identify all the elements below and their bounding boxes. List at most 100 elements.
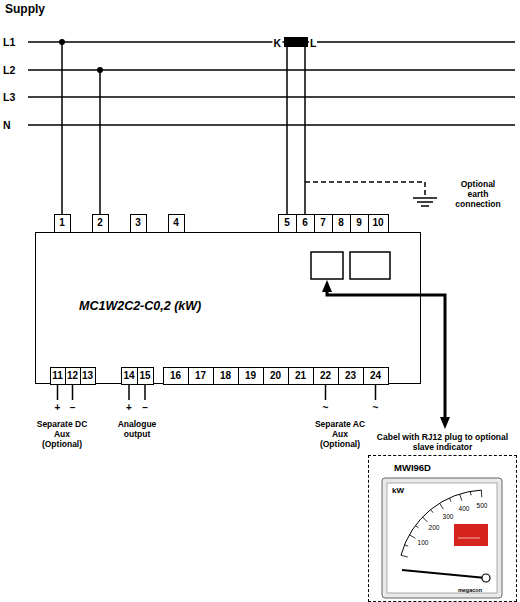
terminal-box: 18 (213, 367, 239, 385)
phase-name: N (3, 119, 11, 131)
terminal-number: 11 (52, 371, 63, 381)
terminal-box: 21 (288, 367, 314, 385)
slave-indicator-box: Cabel with RJ12 plug to optional slave i… (368, 430, 517, 602)
wire (144, 384, 146, 400)
terminal-box: 19 (238, 367, 264, 385)
terminal-box: 15 (137, 367, 154, 385)
terminal-number: 8 (338, 218, 344, 228)
rj12-cable (327, 288, 445, 421)
scale-number: 300 (443, 513, 454, 520)
phase-name: L1 (3, 36, 15, 48)
dashed-frame (368, 455, 517, 602)
supply-heading: Supply (5, 3, 45, 17)
terminal-number: 22 (320, 371, 331, 381)
terminal-box: 23 (338, 367, 364, 385)
scale-tick (460, 494, 462, 501)
rj12-socket (311, 252, 343, 279)
terminal-number: 5 (284, 218, 290, 228)
terminal-number: 3 (135, 218, 141, 228)
terminal-number: 1 (59, 218, 65, 228)
terminal-number: 18 (220, 371, 231, 381)
ct-terminal: L (309, 37, 317, 49)
model-label: MC1W2C2-C0,2 (kW) (79, 299, 201, 313)
terminal-box: 10 (368, 214, 389, 233)
terminal-box: 3 (130, 214, 147, 233)
current-transformer (284, 37, 308, 47)
phase-name: L3 (3, 91, 15, 103)
terminal-number: 7 (320, 218, 326, 228)
terminal-number: 14 (123, 371, 134, 381)
terminal-box: 22 (313, 367, 339, 385)
scale-tick (415, 526, 418, 528)
output-note: Analogue output (111, 420, 163, 440)
scale-tick (470, 491, 472, 495)
terminal-number: 21 (295, 371, 306, 381)
brand-logo: megacon (458, 587, 482, 593)
wire (128, 384, 130, 400)
wire (57, 384, 59, 400)
terminal-number: 17 (195, 371, 206, 381)
scale-tick (431, 510, 434, 513)
scale-number: 100 (418, 539, 429, 546)
wire (72, 384, 74, 400)
terminal-number: 12 (67, 371, 78, 381)
terminal-number: 20 (270, 371, 281, 381)
scale-tick (405, 545, 409, 547)
terminal-number: 15 (139, 371, 150, 381)
meter-ticks (401, 490, 482, 557)
wire (304, 46, 306, 214)
ct-terminal: K (272, 37, 282, 49)
terminal-box: 16 (163, 367, 189, 385)
polarity-sign: + (55, 402, 61, 414)
terminal-box: 24 (363, 367, 389, 385)
wire (61, 42, 63, 214)
terminal-number: 23 (345, 371, 356, 381)
earth-symbol (413, 197, 437, 199)
junction-dot (97, 67, 103, 73)
wire (375, 384, 377, 400)
terminal-box: 5 (278, 214, 297, 233)
meter-illustration (382, 478, 502, 598)
terminal-box: 1 (54, 214, 71, 233)
terminal-box: 4 (168, 214, 185, 233)
cable-note: Cabel with RJ12 plug to optional slave i… (373, 432, 513, 452)
terminal-number: 13 (82, 371, 93, 381)
scale-tick (440, 503, 444, 509)
scale-tick (401, 555, 408, 557)
needle-pivot (482, 574, 490, 582)
terminal-number: 4 (173, 218, 179, 228)
bus-line (28, 124, 515, 126)
terminal-box: 11 (50, 367, 66, 385)
ac-sign: ~ (373, 402, 379, 414)
scale-tick (409, 535, 415, 538)
polarity-sign: + (126, 402, 132, 414)
terminal-number: 6 (302, 218, 308, 228)
earth-wire (305, 182, 425, 197)
wire (286, 46, 288, 214)
polarity-sign: – (70, 402, 76, 414)
scale-number: 200 (429, 524, 440, 531)
terminal-box: 12 (65, 367, 81, 385)
terminal-number: 19 (245, 371, 256, 381)
terminal-number: 24 (370, 371, 381, 381)
terminal-box: 7 (314, 214, 333, 233)
terminal-number: 2 (97, 218, 103, 228)
junction-dot (59, 39, 65, 45)
indicator-model: MWI96D (394, 462, 431, 473)
terminal-box: 13 (80, 367, 96, 385)
phase-name: L2 (3, 64, 15, 76)
wire (325, 384, 327, 400)
scale-tick (449, 498, 451, 502)
meter-housing: MC1W2C2-C0,2 (kW)12345678910111213141516… (35, 232, 421, 384)
display-window (350, 252, 390, 279)
scale-tick (422, 517, 427, 522)
terminal-box: 9 (350, 214, 369, 233)
meter-bezel (382, 478, 502, 598)
polarity-sign: – (142, 402, 148, 414)
scale-tick (481, 490, 482, 497)
terminal-number: 9 (356, 218, 362, 228)
earth-symbol (417, 201, 433, 203)
